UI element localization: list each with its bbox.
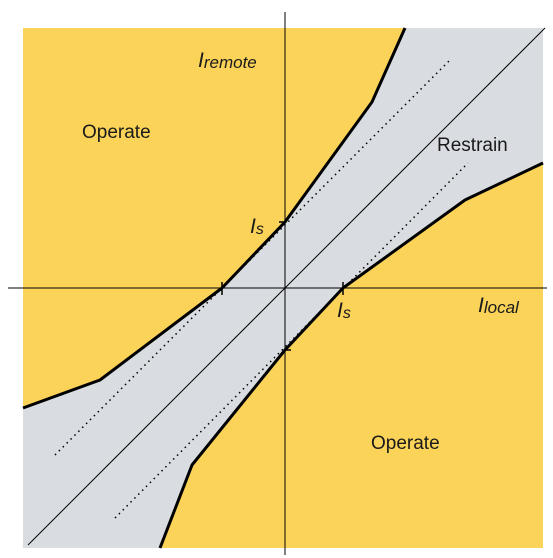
diagonal-line [27, 27, 546, 546]
y-axis-label-sub: remote [204, 53, 257, 72]
y-axis-label-main: I [198, 49, 204, 72]
y-axis-label: Iremote [198, 49, 257, 72]
operate-label-upper: Operate [82, 122, 151, 143]
operate-label-lower: Operate [371, 433, 440, 454]
is-label-y: Is [250, 215, 264, 238]
x-axis-label-sub: local [484, 298, 520, 317]
dotted-line-lower [114, 162, 469, 519]
is-label-x-main: I [337, 299, 343, 322]
characteristic-lower-boundary [158, 161, 544, 549]
is-label-x: Is [337, 299, 351, 322]
characteristic-upper-boundary [22, 27, 407, 410]
x-axis-label: Ilocal [478, 294, 520, 317]
x-axis-label-main: I [478, 294, 484, 317]
is-label-y-sub: s [256, 221, 264, 238]
is-label-y-main: I [250, 215, 256, 238]
restrain-label: Restrain [437, 135, 508, 156]
is-label-x-sub: s [343, 305, 351, 322]
